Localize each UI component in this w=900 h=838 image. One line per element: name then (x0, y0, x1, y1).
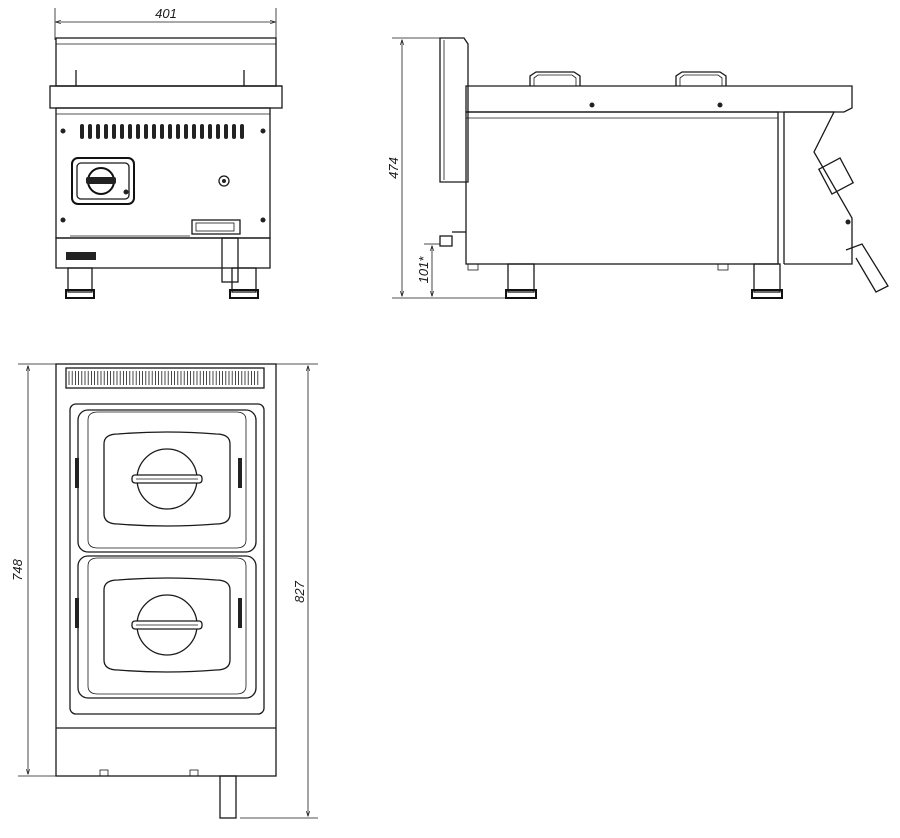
drain-valve (70, 219, 241, 237)
worktop-edge (49, 85, 283, 109)
width-dimension: 401 (54, 6, 277, 40)
vent-slot (184, 124, 188, 139)
vent-slot (232, 124, 236, 139)
depth-dimension-label: 748 (10, 558, 25, 580)
side-knob (817, 157, 855, 195)
vent-slot (240, 124, 244, 139)
overall-depth-dimension: 827 (240, 363, 318, 819)
side-backsplash (439, 37, 469, 183)
vent-slot (112, 124, 116, 139)
nameplate (66, 252, 96, 260)
vent-slot (128, 124, 132, 139)
basket-2 (75, 555, 257, 699)
side-view: 474 101* (386, 37, 889, 299)
vent-slot (152, 124, 156, 139)
vent-slot (104, 124, 108, 139)
vent-slot (168, 124, 172, 139)
backsplash (55, 37, 277, 87)
side-control-face (784, 111, 853, 265)
top-outline (55, 363, 277, 777)
ignition-button[interactable] (218, 175, 230, 187)
overall-depth-dimension-label: 827 (292, 580, 307, 602)
side-worktop (465, 85, 853, 113)
front-view: 401 (49, 6, 283, 299)
vent-slot (200, 124, 204, 139)
base-frame (55, 237, 271, 269)
basket-handle-2 (675, 71, 727, 86)
leg-height-dimension-label: 101* (416, 256, 431, 284)
width-dimension-label: 401 (155, 6, 177, 21)
vent-slot (208, 124, 212, 139)
side-drain-pipe (845, 243, 889, 293)
side-legs (467, 263, 783, 299)
vent-slot (224, 124, 228, 139)
vent-slot (120, 124, 124, 139)
top-view: 748 827 (10, 363, 318, 819)
vent-slot (144, 124, 148, 139)
top-drain-pipe (219, 775, 237, 819)
vent-slot (192, 124, 196, 139)
depth-dimension: 748 (10, 363, 56, 777)
basket-1 (75, 409, 257, 553)
rear-vent-lines (68, 371, 259, 385)
leg-height-dimension: 101* (416, 243, 440, 296)
side-body (465, 111, 779, 265)
vent-slot (176, 124, 180, 139)
height-dimension-label: 474 (386, 157, 401, 179)
vent-slot (216, 124, 220, 139)
side-drain-tap (439, 235, 453, 247)
control-knob[interactable] (71, 157, 135, 205)
vent-slot (80, 124, 84, 139)
basket-handle-1 (529, 71, 581, 86)
front-legs (65, 267, 259, 299)
rear-vent (65, 367, 265, 389)
vent-slots (80, 124, 244, 139)
vent-slot (136, 124, 140, 139)
height-dimension: 474 (386, 37, 510, 299)
vent-slot (160, 124, 164, 139)
vent-slot (96, 124, 100, 139)
vent-slot (88, 124, 92, 139)
tank-opening (69, 403, 265, 715)
drain-pipe (221, 237, 239, 283)
